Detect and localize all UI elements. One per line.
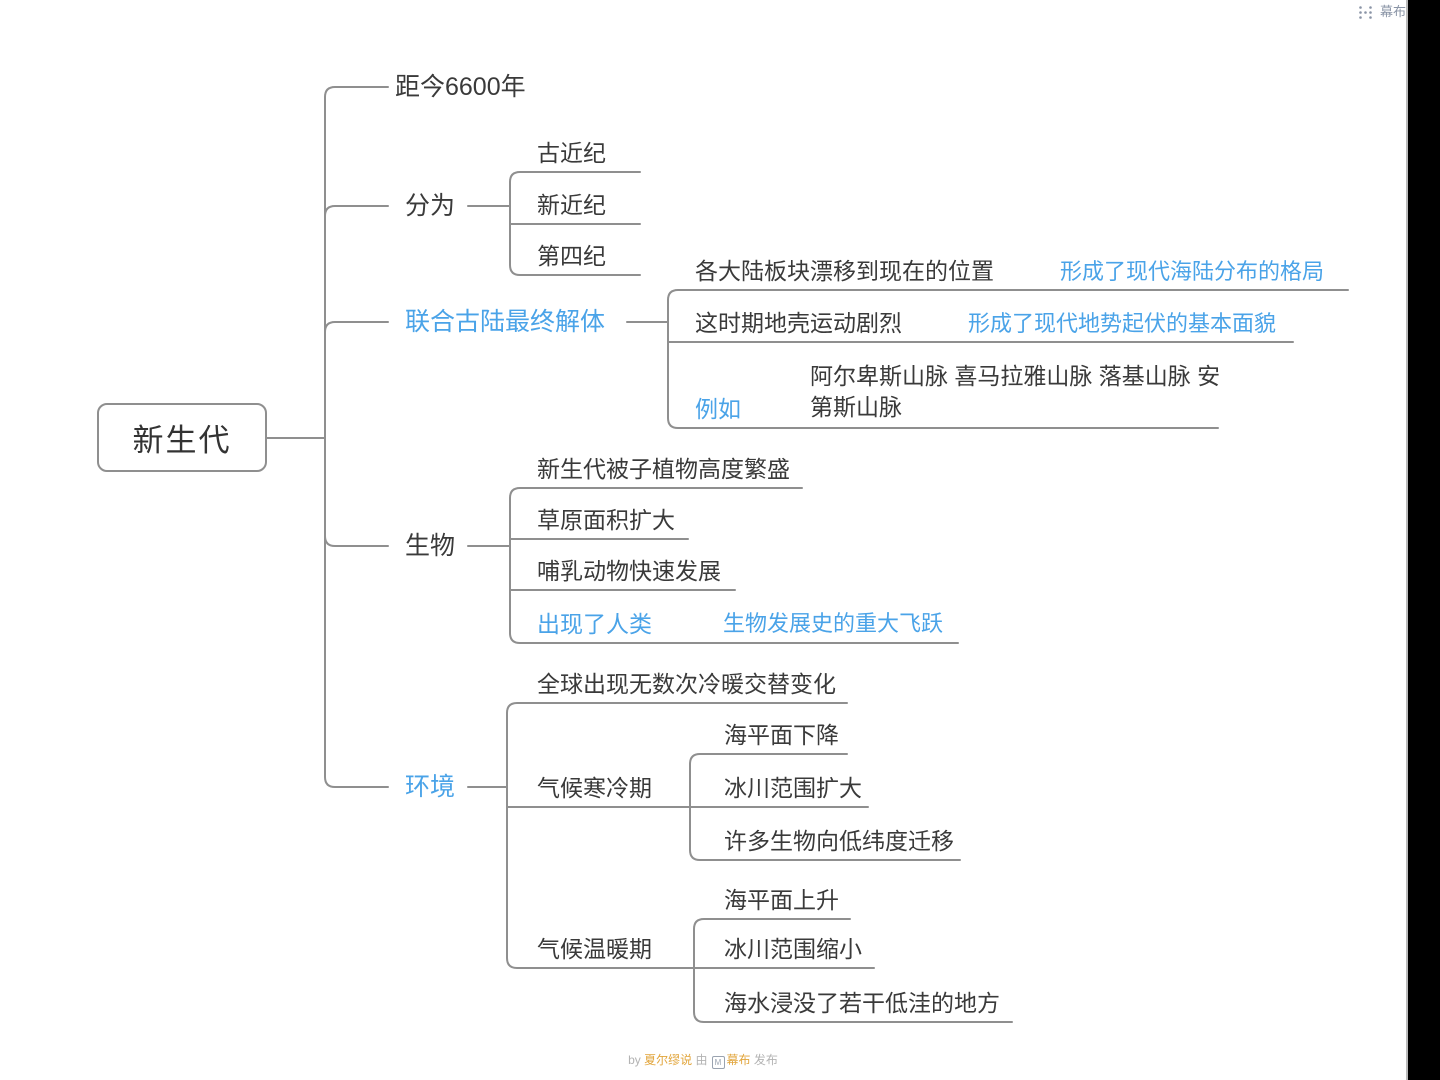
node-warm-period[interactable]: 气候温暖期: [537, 936, 652, 962]
node-paleogene[interactable]: 古近纪: [537, 140, 606, 166]
node-angiosperms[interactable]: 新生代被子植物高度繁盛: [537, 456, 790, 482]
mindmap-canvas: 新生代 距今6600年 分为 古近纪 新近纪 第四纪 联合古陆最终解体 各大陆板…: [0, 0, 1406, 1080]
branch-divide-connectors: [467, 171, 641, 276]
node-quaternary[interactable]: 第四纪: [537, 243, 606, 269]
node-cold-period[interactable]: 气候寒冷期: [537, 775, 652, 801]
node-humans-appear[interactable]: 出现了人类: [537, 611, 652, 637]
node-6600-years[interactable]: 距今6600年: [395, 73, 526, 101]
node-pangaea-breakup[interactable]: 联合古陆最终解体: [405, 308, 606, 336]
footer-by: by: [628, 1053, 641, 1067]
node-divided-into[interactable]: 分为: [405, 192, 456, 220]
brand-button[interactable]: 幕布: [1358, 3, 1406, 21]
branch-pangaea-connectors: [626, 289, 1349, 429]
footer-brand-link[interactable]: 幕布: [726, 1053, 751, 1067]
node-for-example[interactable]: 例如: [695, 396, 741, 422]
node-biology[interactable]: 生物: [405, 532, 456, 560]
branch-biology-connectors: [467, 487, 959, 644]
node-lowlands-flooded[interactable]: 海水浸没了若干低洼的地方: [724, 990, 1000, 1016]
node-grassland[interactable]: 草原面积扩大: [537, 507, 675, 533]
branch-environment-connectors: [467, 702, 1013, 1023]
node-crust-movement[interactable]: 这时期地壳运动剧烈: [695, 310, 902, 336]
node-plates-drift[interactable]: 各大陆板块漂移到现在的位置: [695, 258, 994, 284]
node-glacier-expand[interactable]: 冰川范围扩大: [724, 775, 862, 801]
node-neogene[interactable]: 新近纪: [537, 192, 606, 218]
mubu-logo-icon: M: [711, 1056, 725, 1069]
footer-author-link[interactable]: 夏尔缪说: [644, 1053, 693, 1067]
node-mammals[interactable]: 哺乳动物快速发展: [537, 558, 721, 584]
connector-lines: [266, 86, 1349, 1023]
trunk-branches: [266, 86, 389, 788]
node-species-migrate[interactable]: 许多生物向低纬度迁移: [724, 828, 954, 854]
node-sea-level-rise[interactable]: 海平面上升: [724, 887, 839, 913]
footer-via: 由: [695, 1053, 708, 1067]
note-evolution-leap[interactable]: 生物发展史的重大飞跃: [723, 611, 944, 636]
node-climate-alternation[interactable]: 全球出现无数次冷暖交替变化: [537, 671, 836, 697]
node-mountain-ranges[interactable]: 阿尔卑斯山脉 喜马拉雅山脉 落基山脉 安第斯山脉: [810, 363, 1221, 420]
root-node-label: 新生代: [132, 423, 232, 458]
footer-publish: 发布: [753, 1053, 778, 1067]
brand-label: 幕布: [1380, 4, 1406, 19]
root-node[interactable]: 新生代: [97, 403, 267, 472]
letterbox-right: [1406, 0, 1440, 1080]
node-glacier-shrink[interactable]: 冰川范围缩小: [724, 936, 862, 962]
note-terrain-relief[interactable]: 形成了现代地势起伏的基本面貌: [968, 311, 1277, 336]
node-sea-level-drop[interactable]: 海平面下降: [724, 722, 839, 748]
note-sea-land-pattern[interactable]: 形成了现代海陆分布的格局: [1060, 259, 1325, 284]
node-environment[interactable]: 环境: [405, 773, 456, 801]
fit-screen-icon: [1359, 5, 1372, 19]
